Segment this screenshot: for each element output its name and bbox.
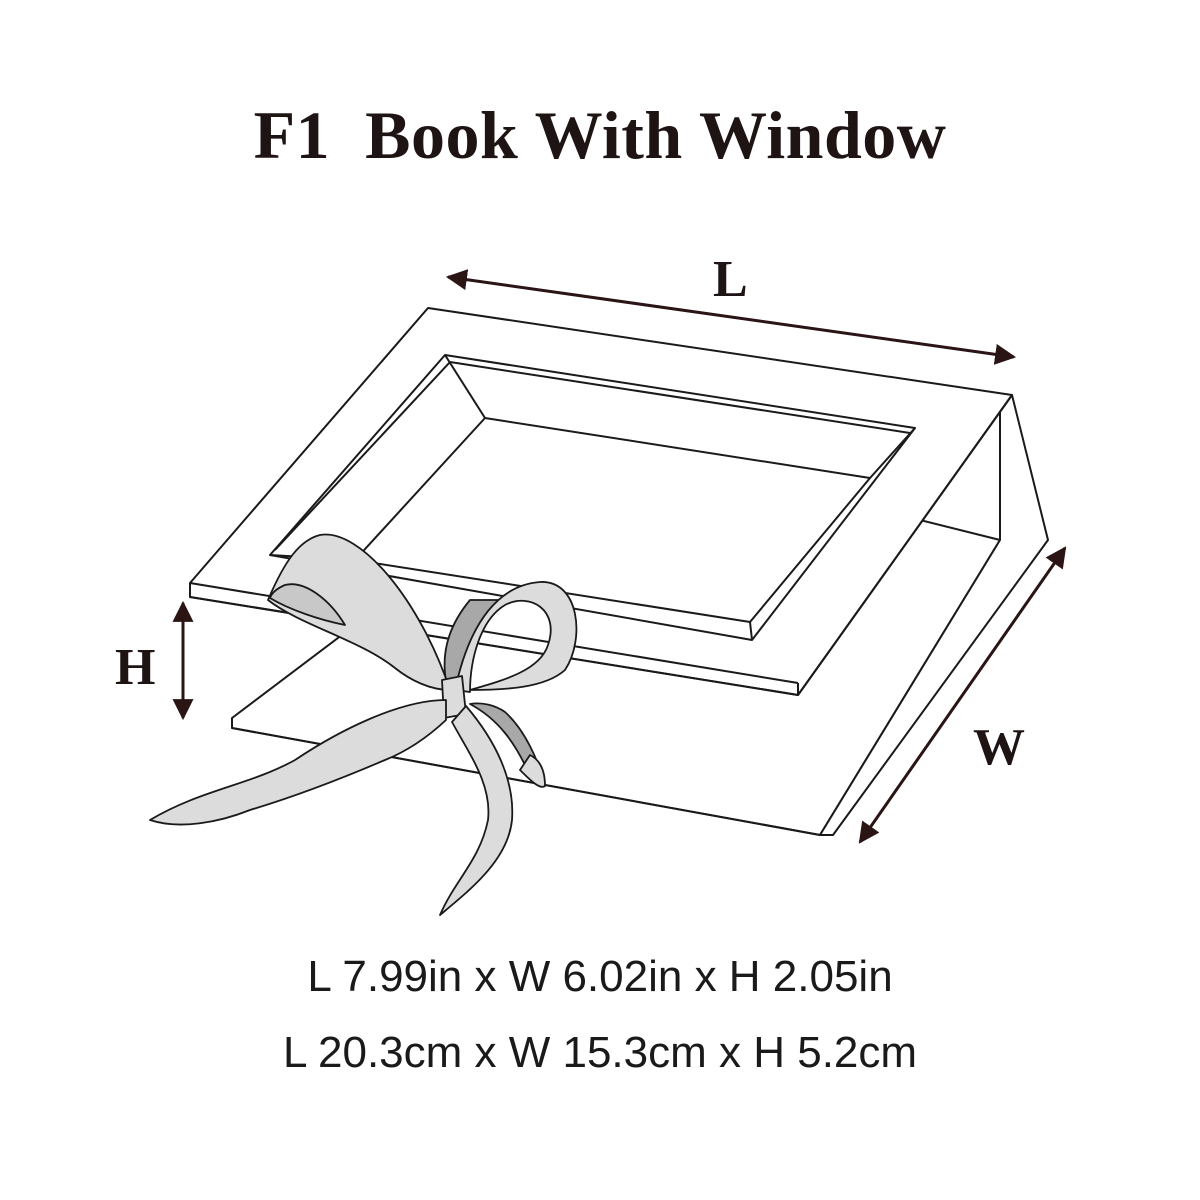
dimensions-inches: L 7.99in x W 6.02in x H 2.05in bbox=[307, 952, 893, 1001]
width-arrow bbox=[858, 546, 1067, 844]
lid-window bbox=[269, 354, 916, 641]
height-label: H bbox=[115, 639, 155, 696]
page-title: F1 Book With Window bbox=[253, 97, 947, 173]
length-arrow bbox=[445, 269, 1017, 365]
width-label: W bbox=[973, 719, 1025, 776]
dimensions-centimeters: L 20.3cm x W 15.3cm x H 5.2cm bbox=[282, 1028, 918, 1077]
dimension-arrows bbox=[172, 269, 1067, 844]
length-label: L bbox=[713, 251, 748, 308]
ribbon-bow bbox=[149, 533, 578, 916]
